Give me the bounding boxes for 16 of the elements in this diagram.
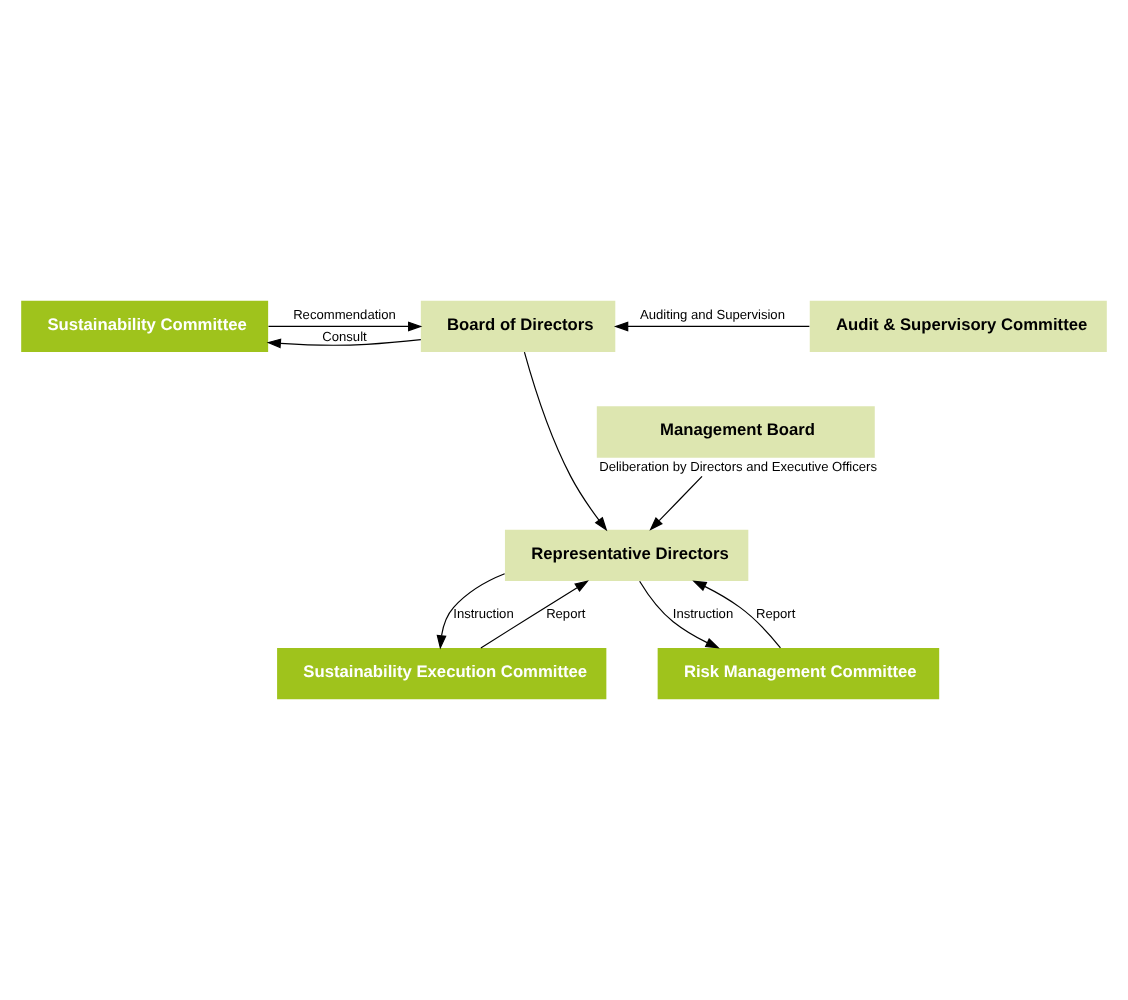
arrow (639, 580, 720, 649)
arrow (523, 351, 608, 532)
arrow (613, 321, 810, 332)
node-box: Sustainability Committee (21, 300, 269, 353)
node-box: Representative Directors (504, 529, 749, 582)
node-box: Management Board (596, 406, 875, 458)
node-box: Audit & Supervisory Committee (809, 300, 1107, 353)
arrow (266, 338, 422, 349)
node-box: Risk Management Committee (657, 647, 940, 700)
arrow (480, 580, 589, 649)
node-box: Sustainability Execution Committee (277, 647, 607, 700)
arrow (692, 580, 782, 649)
arrow (436, 573, 506, 650)
arrow (267, 321, 423, 332)
node-box: Board of Directors (420, 300, 616, 353)
arrow (649, 475, 703, 531)
